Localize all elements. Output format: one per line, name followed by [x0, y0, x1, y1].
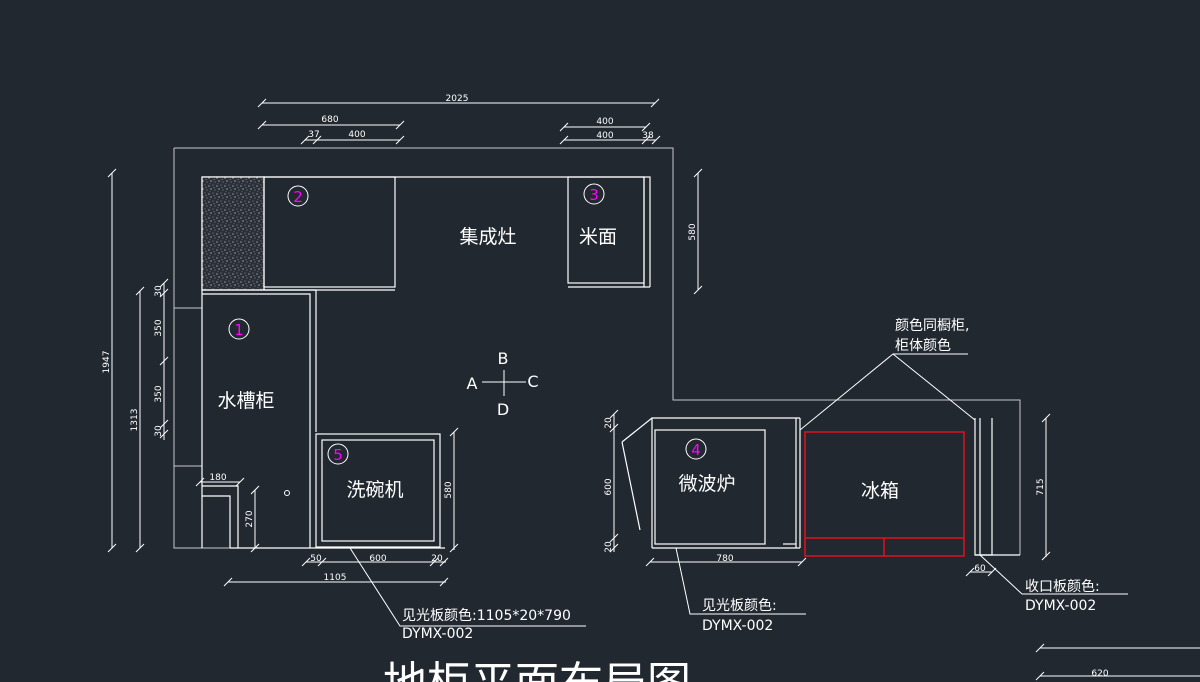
dim-620: 620 — [1091, 669, 1108, 679]
walls — [173, 147, 1021, 555]
dim-180: 180 — [209, 473, 226, 483]
marker-5-number: 5 — [333, 446, 343, 464]
dim-400-right: 400 — [596, 131, 613, 141]
dimension-lines — [107, 98, 1200, 681]
label-fridge: 冰箱 — [861, 480, 899, 502]
dim-1947: 1947 — [102, 351, 112, 374]
note-micro-line2: DYMX-002 — [702, 618, 773, 634]
marker-1 — [228, 318, 250, 340]
note-micro-line1: 见光板颜色: — [702, 597, 777, 614]
marker-1-number: 1 — [234, 321, 244, 339]
dim-580-dishwasher: 580 — [444, 481, 454, 498]
note-trim-line1: 收口板颜色: — [1025, 578, 1100, 595]
dim-400-right-top: 400 — [596, 117, 613, 127]
dim-780: 780 — [716, 554, 733, 564]
leader-lines — [349, 353, 1128, 627]
compass-a: A — [467, 374, 478, 393]
drain-symbol — [284, 490, 290, 496]
cabinet-outlines — [201, 176, 1020, 556]
dim-680: 680 — [321, 115, 338, 125]
refrigerator — [804, 431, 965, 557]
dim-2025: 2025 — [446, 94, 469, 104]
marker-3 — [583, 183, 605, 205]
label-stove: 集成灶 — [459, 226, 516, 248]
cabinet-2 — [263, 176, 396, 288]
label-dishwasher: 洗碗机 — [346, 479, 403, 501]
drawing-title: 地柜平面布局图 — [383, 658, 691, 682]
dim-1105: 1105 — [324, 573, 347, 583]
marker-2 — [287, 185, 309, 207]
marker-4 — [685, 438, 707, 460]
dim-270: 270 — [245, 510, 255, 527]
dim-400-left: 400 — [348, 130, 365, 140]
marker-4-number: 4 — [691, 441, 701, 459]
cabinet-5 — [315, 433, 441, 548]
dim-30-top: 30 — [154, 285, 164, 297]
dim-600-bottom: 600 — [369, 554, 386, 564]
dim-350-bottom: 350 — [154, 385, 164, 402]
compass-b: B — [498, 349, 509, 368]
dim-1313: 1313 — [130, 409, 140, 432]
label-microwave: 微波炉 — [678, 473, 735, 495]
note-panel-line1: 见光板颜色:1105*20*790 — [402, 607, 571, 624]
countertop-corner — [201, 176, 265, 291]
note-fridge-line1: 颜色同橱柜, — [895, 317, 969, 334]
marker-3-number: 3 — [589, 186, 599, 204]
dim-20-bottom: 20 — [431, 554, 443, 564]
dim-600-micro: 600 — [604, 478, 614, 495]
dim-715: 715 — [1036, 478, 1046, 495]
dim-350-top: 350 — [154, 319, 164, 336]
note-trim-line2: DYMX-002 — [1025, 598, 1096, 614]
dim-20-micro-top: 20 — [604, 417, 614, 429]
dim-580-right: 580 — [688, 223, 698, 240]
note-panel-line2: DYMX-002 — [402, 626, 473, 642]
direction-compass — [482, 370, 526, 396]
dim-37: 37 — [308, 130, 319, 140]
dim-20-micro-bottom: 20 — [604, 541, 614, 553]
cabinet-4 — [654, 429, 766, 545]
compass-c: C — [527, 372, 538, 391]
dim-38: 38 — [642, 131, 654, 141]
marker-2-number: 2 — [293, 188, 303, 206]
compass-d: D — [497, 400, 509, 419]
label-sink-cabinet: 水槽柜 — [217, 390, 274, 412]
label-rice-flour: 米面 — [579, 226, 617, 248]
marker-5 — [327, 443, 349, 465]
dim-30-bottom: 30 — [154, 425, 164, 437]
dim-60: 60 — [974, 564, 986, 574]
dim-50: 50 — [310, 554, 322, 564]
note-fridge-line2: 柜体颜色 — [895, 337, 951, 354]
